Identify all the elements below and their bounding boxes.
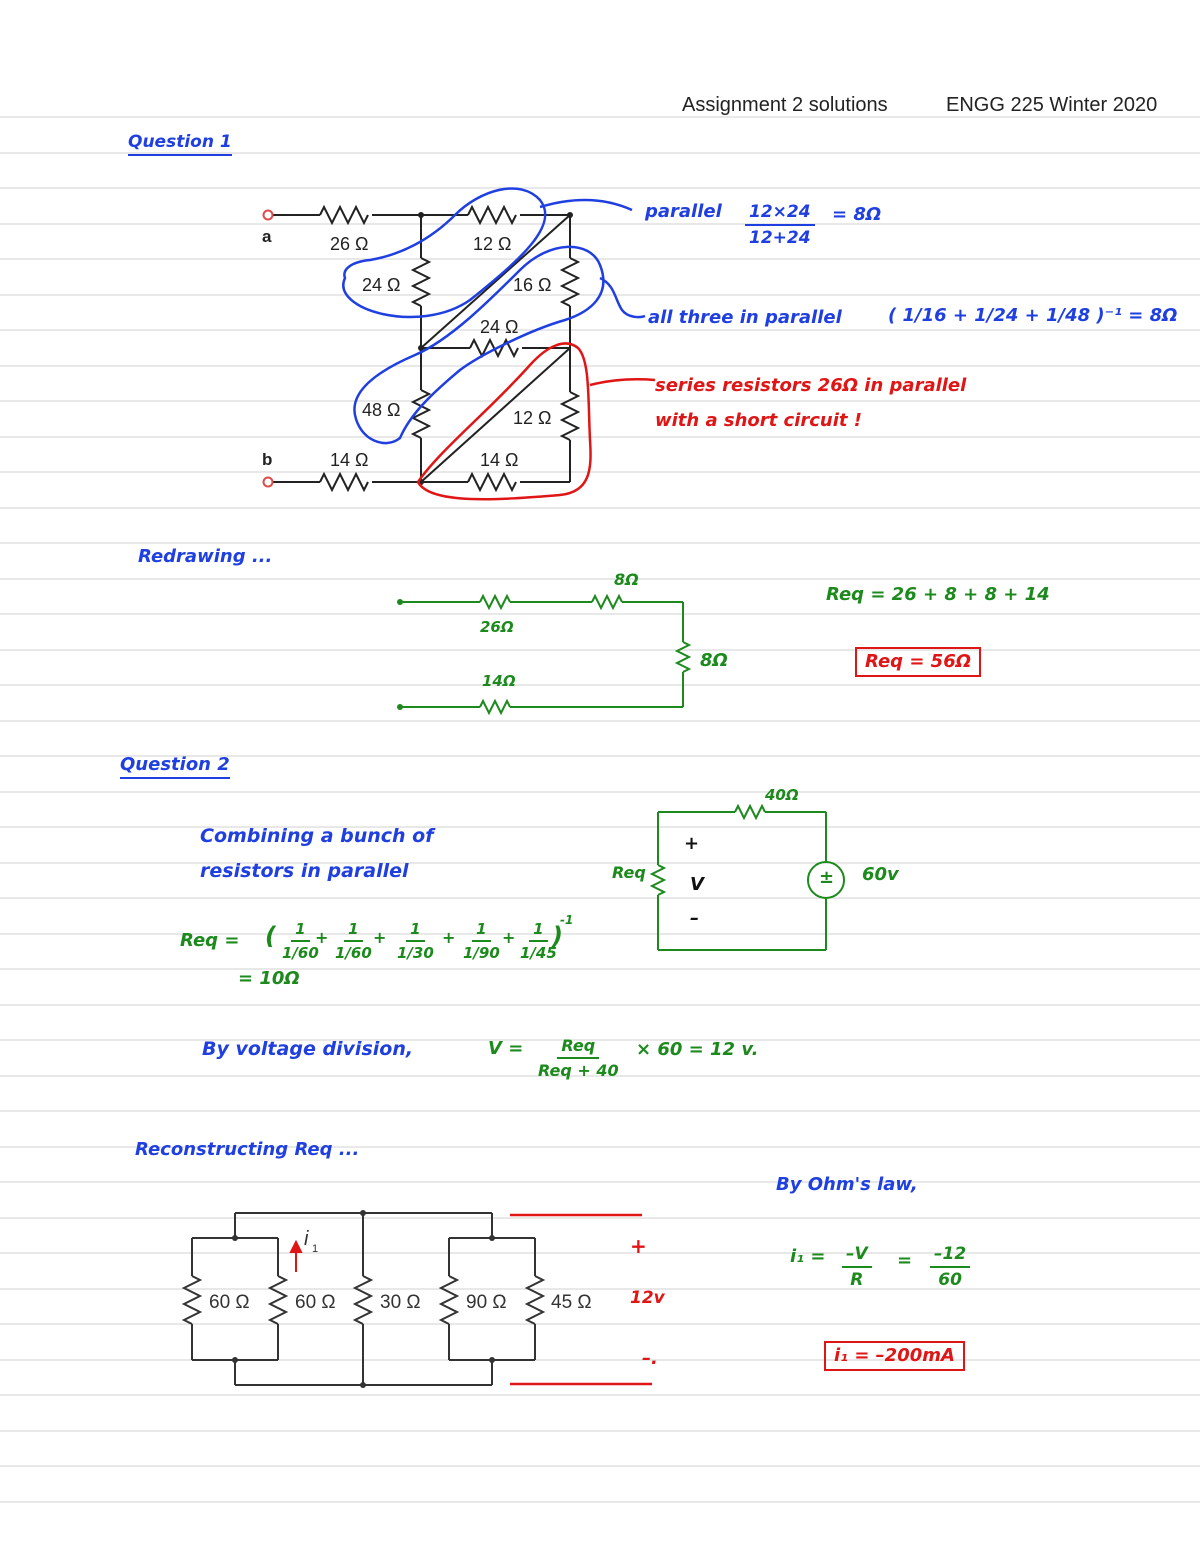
node-a-label: a (262, 227, 272, 246)
i1-equals: = (897, 1250, 913, 1271)
plus-sign: + (315, 928, 329, 947)
req-expression-label: Req = (180, 930, 240, 951)
recon-r5-label: 45 Ω (551, 1292, 592, 1313)
redraw-r14-label: 14Ω (482, 672, 516, 690)
redraw-r26-label: 26Ω (480, 618, 514, 636)
req-expression-open-paren: ( (265, 922, 276, 950)
note-three-expression: ( 1/16 + 1/24 + 1/48 )⁻¹ = 8Ω (888, 305, 1178, 326)
req-sum: Req = 26 + 8 + 8 + 14 (826, 584, 1050, 605)
combine-line-2: resistors in parallel (200, 860, 409, 882)
i1-lhs: i₁ = (790, 1246, 826, 1267)
v-lhs: V = (488, 1038, 524, 1059)
note-parallel-result: = 8Ω (832, 204, 882, 225)
redraw-r8-top-label: 8Ω (614, 570, 639, 589)
r48-label: 48 Ω (362, 400, 400, 420)
redraw-r8-right-label: 8Ω (700, 650, 728, 671)
note-parallel-denominator: 12+24 (749, 228, 811, 248)
plus-sign: + (442, 928, 456, 947)
plus-sign: + (502, 928, 516, 947)
r26-label: 26 Ω (330, 234, 368, 254)
note-three-parallel: all three in parallel (648, 307, 842, 328)
note-series-line-1: series resistors 26Ω in parallel (655, 375, 967, 396)
note-parallel-numerator: 12×24 (745, 202, 815, 226)
v-rhs: × 60 = 12 v. (636, 1039, 759, 1060)
i1-fraction-2: –12 60 (930, 1244, 971, 1290)
recon-minus: –. (642, 1348, 658, 1369)
combine-line-1: Combining a bunch of (200, 825, 434, 847)
note-series-line-2: with a short circuit ! (655, 410, 862, 431)
note-parallel: parallel (645, 201, 722, 222)
recon-r2-label: 60 Ω (295, 1292, 336, 1313)
r24-left-label: 24 Ω (362, 275, 400, 295)
recon-12v: 12v (630, 1288, 665, 1308)
v-fraction: Req Req + 40 (538, 1036, 619, 1080)
circuit-plus: + (684, 833, 700, 854)
i1-result-box: i₁ = –200mA (824, 1341, 965, 1371)
reconstructing-heading: Reconstructing Req ... (135, 1139, 360, 1160)
recon-r3-label: 30 Ω (380, 1292, 421, 1313)
question-2-heading: Question 2 (120, 756, 230, 779)
r12-top-label: 12 Ω (473, 234, 511, 254)
voltage-division-text: By voltage division, (202, 1038, 414, 1060)
v-denominator: Req + 40 (538, 1061, 619, 1080)
recon-plus: + (630, 1234, 647, 1258)
r12-right-label: 12 Ω (513, 408, 551, 428)
v-numerator: Req (557, 1036, 600, 1059)
r14-right-label: 14 Ω (480, 450, 518, 470)
question-1-heading: Question 1 (128, 134, 232, 156)
ohms-law-text: By Ohm's law, (776, 1174, 918, 1195)
current-i-label: i (304, 1228, 309, 1250)
plus-sign: + (373, 928, 387, 947)
current-subscript: 1 (312, 1243, 318, 1255)
r14-left-label: 14 Ω (330, 450, 368, 470)
circuit-60v-label: 60v (862, 864, 899, 885)
node-b-label: b (262, 450, 272, 469)
course-title: ENGG 225 Winter 2020 (946, 94, 1158, 116)
req-expression-close-paren: ) (552, 922, 563, 950)
i1-fraction-1: –V R (842, 1244, 872, 1290)
circuit-req-label: Req (612, 863, 646, 882)
req-result-box: Req = 56Ω (855, 647, 982, 677)
redrawing-heading: Redrawing ... (138, 546, 273, 567)
req-equals-10: = 10Ω (238, 968, 300, 989)
req-expression-exponent: -1 (560, 913, 574, 927)
recon-r4-label: 90 Ω (466, 1292, 507, 1313)
assignment-title: Assignment 2 solutions (682, 94, 888, 116)
recon-r1-label: 60 Ω (209, 1292, 250, 1313)
circuit-minus: – (690, 908, 699, 929)
voltage-source-icon: ± (819, 867, 835, 888)
note-parallel-fraction: 12×24 12+24 (745, 202, 815, 248)
circuit-r40-label: 40Ω (765, 786, 799, 804)
circuit-v-label: V (690, 874, 704, 895)
r16-label: 16 Ω (513, 275, 551, 295)
r24-mid-label: 24 Ω (480, 317, 518, 337)
